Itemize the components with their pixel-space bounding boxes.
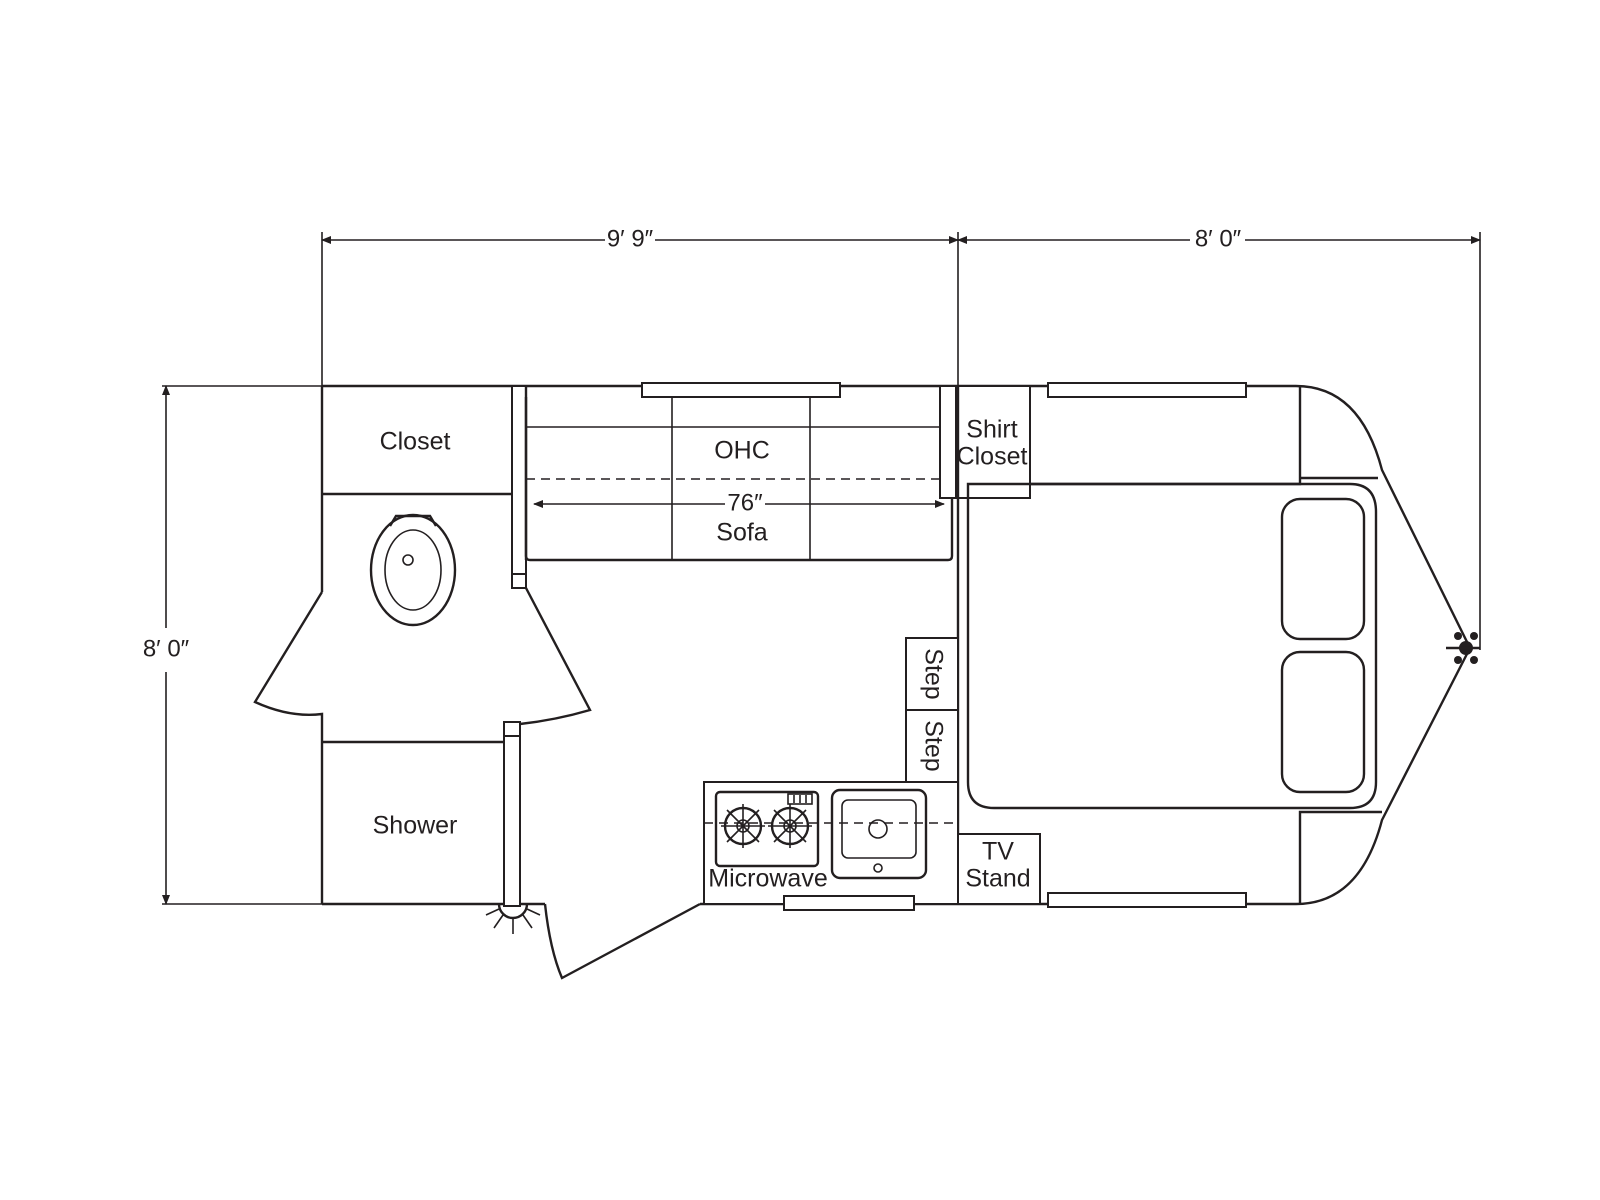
ohc-label: OHC [714,437,770,465]
stove-burner-icon [721,804,765,848]
bathroom [253,385,592,907]
porch-light-icon [485,903,541,934]
labels: 9′ 9″ 8′ 0″ 8′ 0″ Closet OHC 76″ Sofa Sh… [143,225,1242,892]
sofa-label: Sofa [716,519,768,547]
height-label: 8′ 0″ [143,635,190,662]
sofa-length-label: 76″ [727,489,763,516]
shirt-closet [955,385,1031,499]
shower-label: Shower [373,812,458,840]
steps [905,637,959,783]
pillow-lower [1280,650,1366,794]
tv-stand [957,833,1041,905]
door-swing-icon [543,902,701,980]
step-lower-label: Step [919,720,947,771]
shirt-closet-label-line1: Shirt [966,416,1017,444]
tv-stand-label-line1: TV [982,838,1014,866]
microwave-label: Microwave [708,865,827,893]
tv-stand-label-line2: Stand [965,865,1030,893]
toilet-icon [369,513,457,627]
rear-width-label: 8′ 0″ [1195,225,1242,252]
shirt-closet-label-line2: Closet [957,443,1028,471]
stove-burner-icon [768,804,812,848]
sink-icon [830,788,928,880]
sofa [524,382,959,562]
step-upper-label: Step [919,648,947,699]
dimension-lines [162,232,1481,905]
front-width-label: 9′ 9″ [607,225,654,252]
hitch-icon [1446,632,1480,664]
closet-label: Closet [380,428,451,456]
kitchen [703,781,959,911]
pillow-upper [1280,497,1366,641]
